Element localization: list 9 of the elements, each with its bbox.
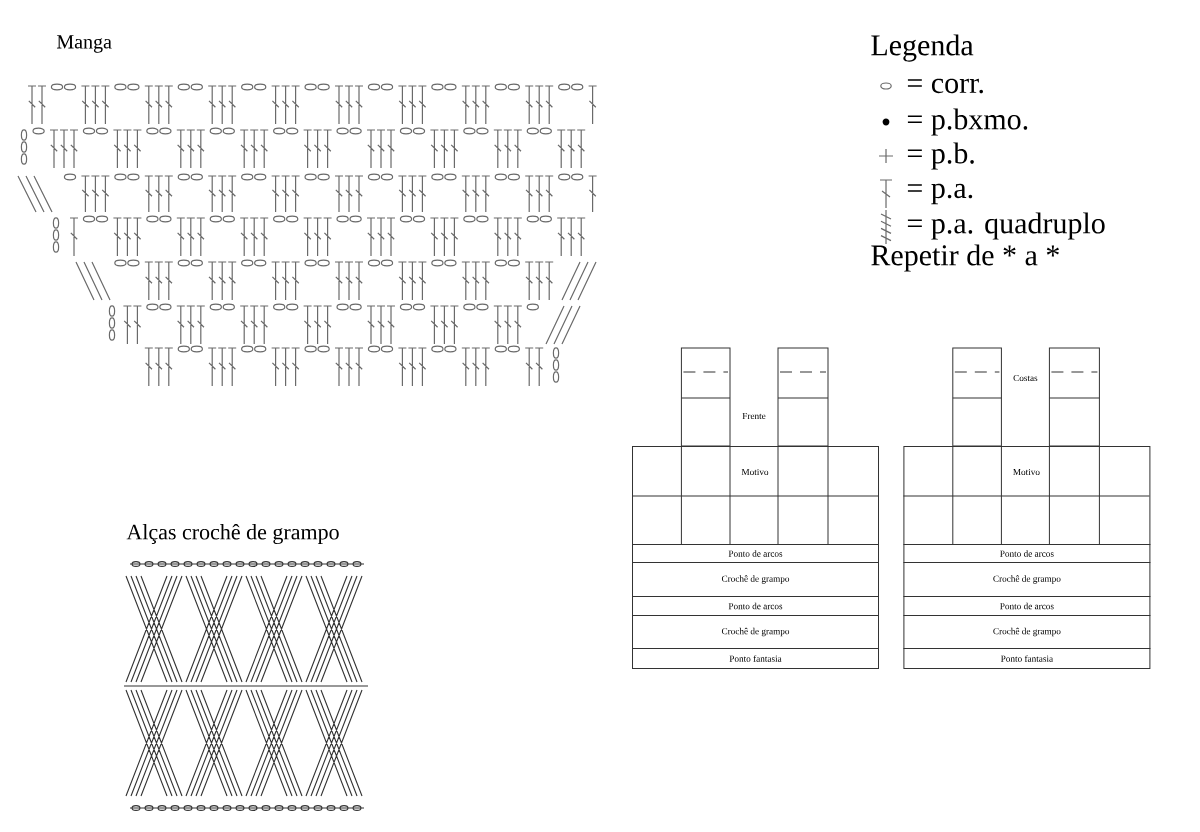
legend-entry: = p.bxmo. xyxy=(907,108,1028,136)
legend-entry: = p.b. xyxy=(907,142,974,170)
legend-entry: = p.a. xyxy=(907,183,973,205)
chart-title: Alças crochê de grampo xyxy=(126,524,339,545)
legend-title: Legenda xyxy=(871,34,974,62)
note: Repetir de * a * xyxy=(871,244,1059,272)
legend-entry: = corr. xyxy=(907,78,983,94)
legend-entry: = p.a. quadruplo xyxy=(907,212,1105,240)
chart-title: Manga xyxy=(56,35,112,53)
